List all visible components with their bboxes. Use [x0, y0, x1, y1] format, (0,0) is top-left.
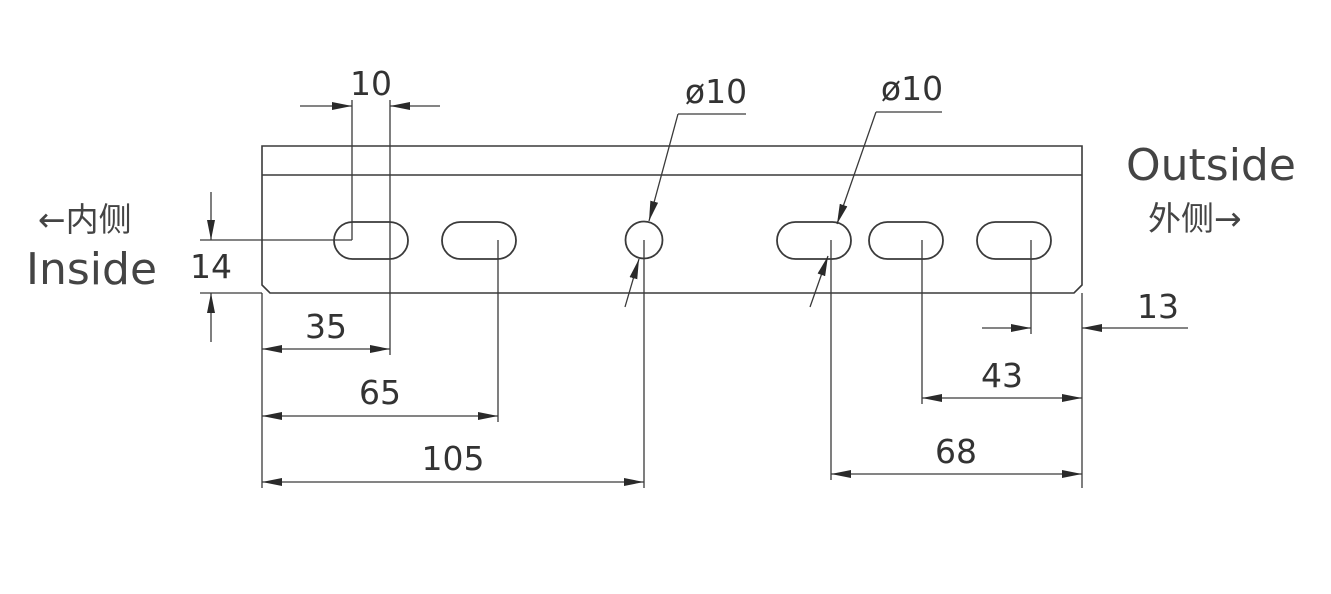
- dim-right-hole-3: 68: [830, 240, 1082, 480]
- dim-hole-1: 35: [262, 307, 390, 353]
- dim-label-right-end: 13: [1137, 287, 1179, 326]
- inside-label-en: Inside: [26, 244, 157, 295]
- inside-label-cn: ←内侧: [38, 200, 132, 239]
- dim-diameter-left: ø10: [624, 72, 747, 308]
- dim-rail-height: 14: [190, 192, 352, 342]
- holes: [333, 220, 1052, 260]
- dim-label-rail-height: 14: [190, 247, 232, 286]
- dim-label-diameter-right: ø10: [881, 69, 943, 108]
- dim-label-hole-1: 35: [305, 307, 347, 346]
- slot-hole-2: [441, 221, 517, 260]
- dim-label-right-hole-2: 43: [981, 356, 1023, 395]
- slot-hole-3: [776, 221, 852, 260]
- dim-label-right-hole-3: 68: [935, 432, 977, 471]
- outside-label-en: Outside: [1126, 140, 1296, 191]
- dim-slot-width: 10: [300, 64, 440, 355]
- dim-right-hole-2: 43: [921, 240, 1082, 404]
- slot-hole-4: [868, 221, 944, 260]
- dim-right-end: 13: [982, 240, 1188, 334]
- dim-hole-2: 65: [262, 240, 499, 422]
- dim-hole-3: 105: [262, 240, 645, 488]
- dim-label-hole-2: 65: [359, 373, 401, 412]
- dim-label-slot-width: 10: [350, 64, 392, 103]
- dim-label-diameter-left: ø10: [685, 72, 747, 111]
- dim-diameter-right: ø10: [809, 69, 943, 308]
- rail-outline: [261, 145, 1083, 294]
- dim-label-hole-3: 105: [422, 439, 485, 478]
- outside-label-cn: 外侧→: [1148, 199, 1242, 238]
- slot-hole-5: [976, 221, 1052, 260]
